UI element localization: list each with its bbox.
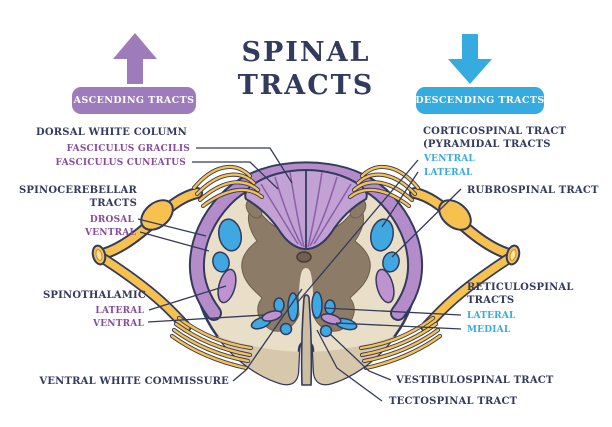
left-spinal-nerve	[91, 165, 265, 371]
tract-markers-blue	[212, 218, 400, 338]
tract-markers-purple	[217, 268, 395, 325]
label-reticulospinal-tracts: RETICULOSPINAL TRACTS	[467, 282, 574, 306]
page-title-line2: TRACTS	[237, 70, 375, 101]
leader-lines	[137, 147, 462, 402]
right-spinal-nerve	[347, 165, 521, 371]
label-rubrospinal-tract: RUBROSPINAL TRACT	[467, 185, 599, 196]
ascending-tracts-label: ASCENDING TRACTS	[73, 95, 195, 106]
label-reticulospinal-lateral: LATERAL	[467, 311, 516, 321]
label-fasciculus-cuneatus: FASCICULUS CUNEATUS	[55, 158, 186, 168]
descending-tracts-label: DESCENDING TRACTS	[415, 95, 545, 106]
ascending-arrow-icon	[113, 33, 157, 84]
label-reticulospinal-medial: MEDIAL	[467, 325, 511, 335]
spinal-cord-cross-section	[188, 161, 424, 386]
label-corticospinal-ventral: VENTRAL	[424, 154, 475, 164]
label-dorsal-white-column: DORSAL WHITE COLUMN	[36, 127, 187, 138]
label-spinothalamic-lateral: LATERAL	[95, 306, 144, 316]
label-spinocerebellar-ventral: VENTRAL	[85, 228, 136, 238]
label-vestibulospinal-tract: VESTIBULOSPINAL TRACT	[396, 375, 554, 386]
descending-arrow-icon	[448, 34, 492, 84]
label-spinothalamic: SPINOTHALAMIC	[42, 290, 146, 301]
label-spinocerebellar-dorsal: DROSAL	[89, 215, 134, 225]
page-title-line1: SPINAL	[241, 37, 371, 68]
central-canal	[296, 251, 312, 263]
page-title: SPINAL TRACTS	[211, 36, 401, 102]
label-tectospinal-tract: TECTOSPINAL TRACT	[389, 396, 518, 407]
ascending-tracts-badge: ASCENDING TRACTS	[72, 87, 196, 114]
label-corticospinal-lateral: LATERAL	[424, 168, 473, 178]
descending-tracts-badge: DESCENDING TRACTS	[415, 87, 545, 114]
label-spinocerebellar-tracts: SPINOCEREBELLAR TRACTS	[19, 185, 137, 209]
label-fasciculus-gracilis: FASCICULUS GRACILIS	[66, 144, 190, 154]
label-ventral-white-commissure: VENTRAL WHITE COMMISSURE	[39, 376, 229, 387]
ventral-median-fissure	[300, 294, 313, 386]
label-corticospinal-tract: CORTICOSPINAL TRACT (PYRAMIDAL TRACTS	[423, 126, 567, 150]
dorsal-root-ganglion-right	[438, 199, 472, 231]
label-spinothalamic-ventral: VENTRAL	[93, 319, 144, 329]
